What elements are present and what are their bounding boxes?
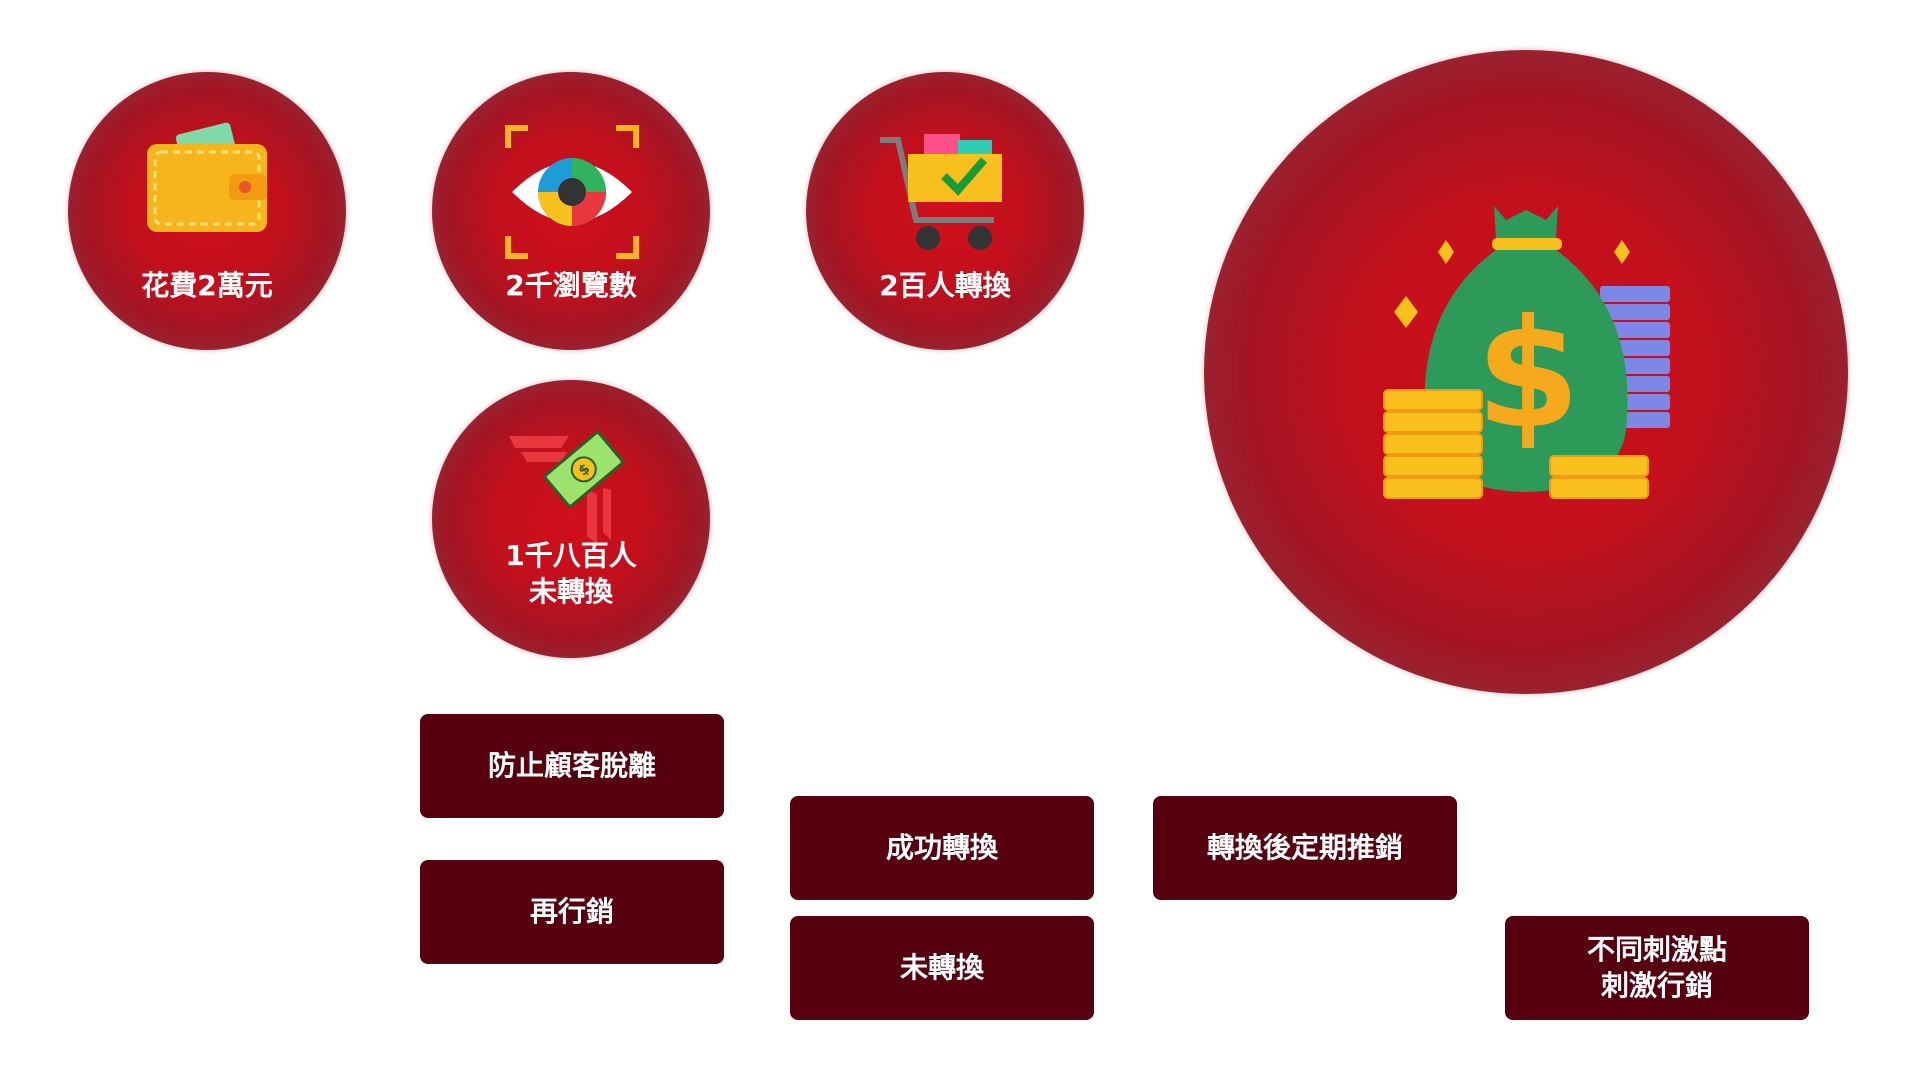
money-bag-icon: $ — [1383, 206, 1670, 499]
node-spend: 花費2萬元 — [68, 72, 346, 350]
shopping-cart-icon — [880, 134, 1002, 250]
node-views-label: 2千瀏覽數 — [505, 269, 637, 302]
svg-text:$: $ — [1476, 288, 1580, 462]
action-success: 成功轉換 — [790, 796, 1094, 900]
node-converted: 2百人轉換 — [806, 72, 1084, 350]
node-not-converted-label: 1千八百人 未轉換 — [505, 539, 637, 608]
action-periodic-promo: 轉換後定期推銷 — [1153, 796, 1457, 900]
node-not-converted: $ 1千八百人 未轉換 — [432, 380, 710, 658]
wallet-icon — [147, 122, 267, 232]
node-revenue: $ — [1204, 50, 1848, 694]
eye-icon — [505, 125, 639, 259]
action-remarketing: 再行銷 — [420, 860, 724, 964]
node-converted-label: 2百人轉換 — [879, 269, 1011, 302]
action-stimulus-marketing: 不同刺激點 刺激行銷 — [1505, 916, 1809, 1020]
action-not-converted: 未轉換 — [790, 916, 1094, 1020]
node-spend-label: 花費2萬元 — [141, 269, 273, 302]
flying-money-icon: $ — [509, 431, 624, 544]
node-views: 2千瀏覽數 — [432, 72, 710, 350]
action-prevent-churn: 防止顧客脫離 — [420, 714, 724, 818]
